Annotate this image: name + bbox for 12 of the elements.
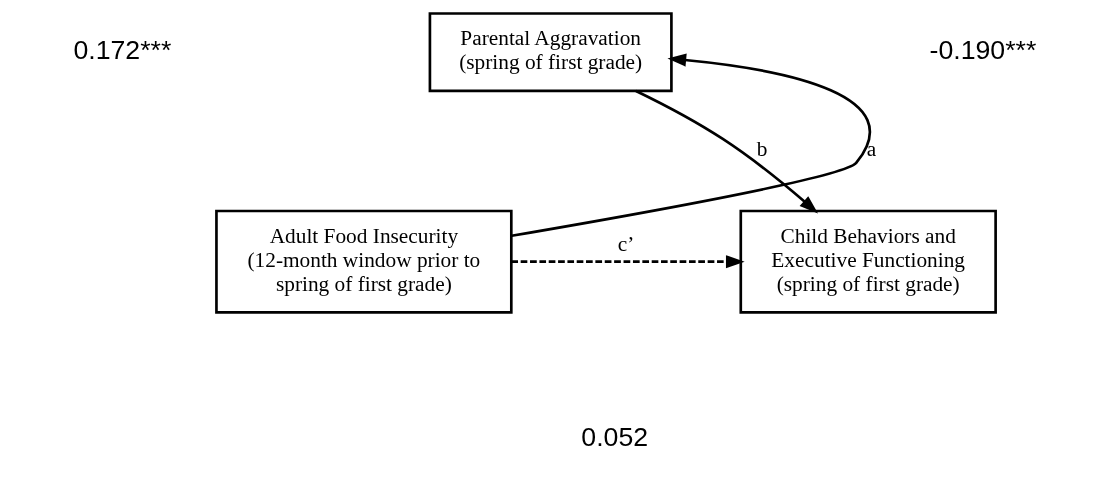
arrow [634, 89, 818, 214]
arrow [510, 53, 871, 238]
edge-label: b [756, 137, 767, 162]
label: 0.172*** [72, 34, 171, 65]
label: -0.190*** [929, 34, 1036, 65]
arrow [510, 255, 745, 269]
edge-label: a [866, 137, 876, 162]
label: 0.052 [580, 421, 648, 452]
node-box: Child Behaviors and Executive Functioning (spring of first grade) [738, 209, 997, 314]
node-box: Parental Aggravation (spring of first grade) [428, 12, 673, 93]
node-box: Adult Food Insecurity (12-month window prior to spring of first grade) [214, 209, 513, 314]
edge-label: c’ [617, 231, 634, 256]
